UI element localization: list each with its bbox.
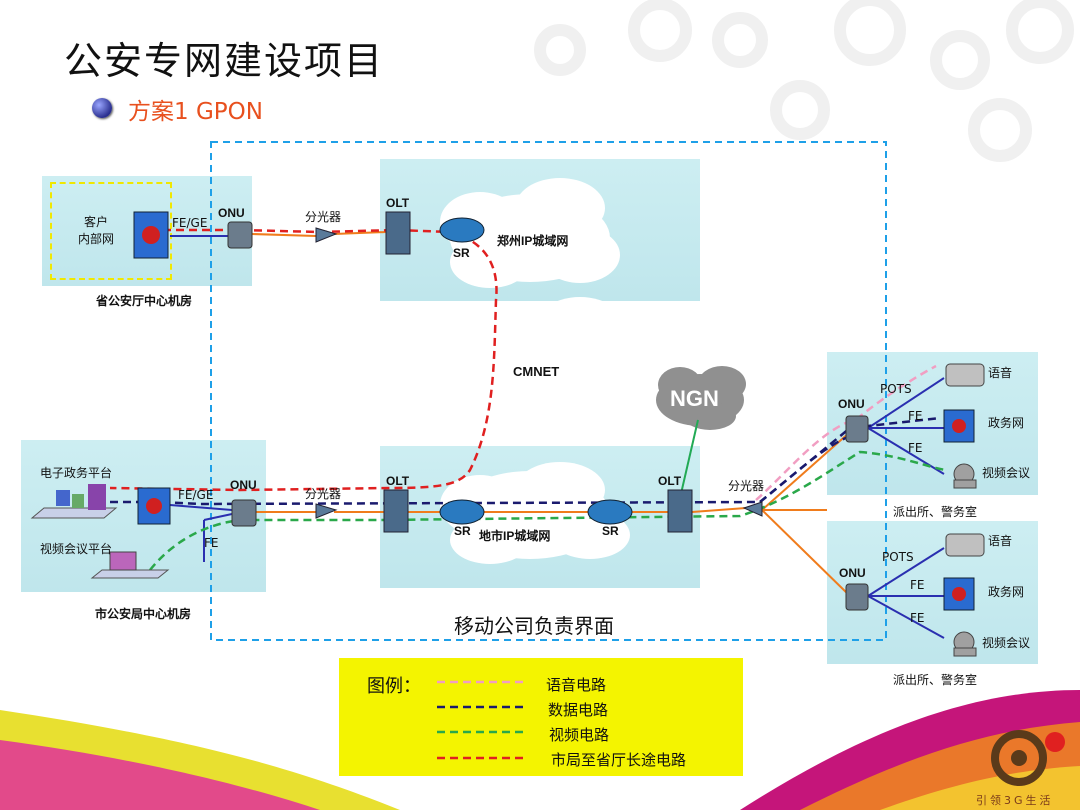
customer-label-line1: 客户	[84, 215, 109, 229]
mobile-boundary	[210, 141, 887, 641]
zhengzhou-cloud-label: 郑州IP城域网	[497, 234, 569, 248]
city-fe-label: FE	[204, 536, 219, 550]
camera-icon	[953, 463, 977, 657]
fe-label-1b: FE	[908, 441, 923, 455]
gov-net-label-2: 政务网	[988, 585, 1025, 599]
video-platform-label: 视频会议平台	[40, 542, 113, 556]
city-room-caption: 市公安局中心机房	[95, 607, 192, 621]
voice-label-1: 语音	[988, 366, 1013, 380]
gov-net-label-1: 政务网	[988, 416, 1025, 430]
city-metro-label: 地市IP城域网	[479, 529, 551, 543]
pots-label-2: POTS	[882, 550, 914, 564]
police-station-caption-1: 派出所、警务室	[893, 505, 978, 519]
bullet-icon	[92, 98, 112, 118]
onu-label-province: ONU	[218, 206, 245, 220]
video-conf-label-1: 视频会议	[982, 466, 1031, 480]
police-station-caption-2: 派出所、警务室	[893, 673, 978, 687]
olt-label-province: OLT	[386, 196, 410, 210]
province-room-caption: 省公安厅中心机房	[96, 294, 193, 308]
fe-label-1a: FE	[908, 409, 923, 423]
core-switch-icon	[133, 211, 169, 259]
onu-label-station-1: ONU	[838, 397, 865, 411]
ngn-label: NGN	[670, 386, 719, 411]
splitter-label-station: 分光器	[728, 479, 765, 493]
gov-switch-icon-1	[943, 409, 975, 443]
brand-logo-icon	[991, 730, 1065, 786]
fe-label-2a: FE	[910, 578, 925, 592]
gov-switch-icon-2	[943, 577, 975, 611]
legend: 图例： 语音电路 数据电路 视频电路 市局至省厅长途电路	[339, 658, 743, 776]
splitter-icon	[315, 227, 763, 519]
fe-label-2b: FE	[910, 611, 925, 625]
router-icon	[439, 217, 633, 525]
legend-video: 视频电路	[549, 726, 610, 744]
legend-lines	[437, 680, 527, 760]
boundary-label: 移动公司负责界面	[454, 614, 614, 638]
city-link-label: FE/GE	[178, 488, 214, 502]
customer-net-label: 客户 内部网	[78, 214, 114, 248]
brand-tagline: 引领3G生活	[976, 794, 1054, 807]
splitter-label-city: 分光器	[305, 487, 342, 501]
city-switch-icon	[137, 487, 171, 525]
onu-icon	[227, 221, 869, 611]
ngn-cloud	[656, 366, 746, 430]
egov-platform-label: 电子政务平台	[40, 466, 113, 480]
splitter-label-province: 分光器	[305, 210, 342, 224]
olt-label-city: OLT	[386, 474, 410, 488]
legend-data: 数据电路	[548, 701, 609, 719]
sr-label-city-1: SR	[454, 524, 471, 538]
video-conf-label-2: 视频会议	[982, 636, 1031, 650]
onu-label-city: ONU	[230, 478, 257, 492]
olt-icon	[383, 211, 693, 533]
sr-label-city-2: SR	[602, 524, 619, 538]
customer-label-line2: 内部网	[78, 232, 115, 246]
video-platform-icon	[90, 551, 170, 579]
pots-label-1: POTS	[880, 382, 912, 396]
server-icon	[30, 484, 118, 519]
phone-icon	[945, 363, 985, 557]
voice-label-2: 语音	[988, 534, 1013, 548]
onu-label-station-2: ONU	[839, 566, 866, 580]
page-subtitle: 方案1 GPON	[128, 99, 263, 125]
page-title: 公安专网建设项目	[64, 39, 385, 83]
legend-title: 图例：	[367, 676, 421, 697]
legend-voice: 语音电路	[546, 676, 607, 694]
cmnet-label: CMNET	[513, 364, 560, 379]
legend-long-distance: 市局至省厅长途电路	[551, 751, 687, 769]
province-link-label: FE/GE	[172, 216, 208, 230]
sr-label-province: SR	[453, 246, 470, 260]
olt-label-city-2: OLT	[658, 474, 682, 488]
